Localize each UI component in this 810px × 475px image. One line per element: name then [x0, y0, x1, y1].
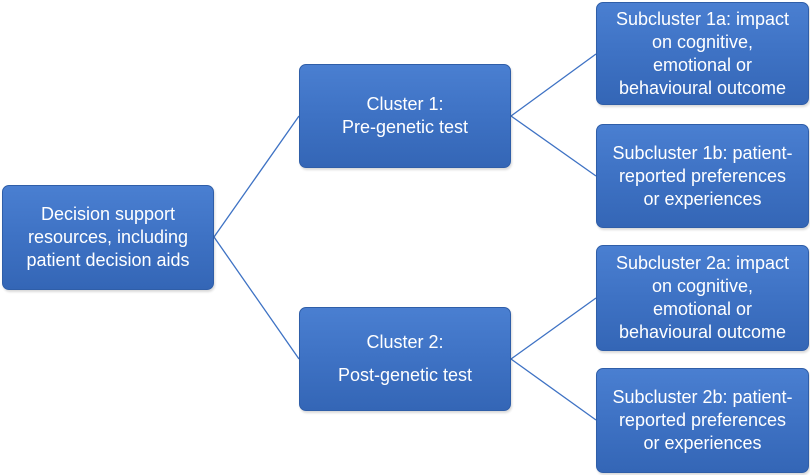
subcluster-2b-line-1: Subcluster 2b: patient- — [612, 387, 793, 407]
subcluster-2b-line-3: or experiences — [643, 433, 762, 453]
connector-cluster-1-to-subcluster-1b — [510, 115, 597, 177]
subcluster-1a-node: Subcluster 1a: impact on cognitive, emot… — [596, 2, 809, 105]
subcluster-2a-line-3: emotional or — [652, 299, 753, 319]
subcluster-1a-line-1: Subcluster 1a: impact — [615, 8, 790, 29]
subcluster-1a-line-4: behavioural outcome — [618, 77, 787, 98]
subcluster-1b-line-3: or experiences — [643, 188, 762, 209]
subcluster-2a-line-2: on cognitive, — [651, 276, 754, 296]
subcluster-1b-line-1: Subcluster 1b: patient- — [612, 142, 793, 163]
connector-root-to-cluster-1 — [213, 115, 300, 238]
connector-root-to-cluster-2 — [213, 236, 300, 360]
subcluster-1a-line-3: emotional or — [652, 54, 753, 75]
cluster-1-node: Cluster 1: Pre-genetic test — [299, 64, 511, 168]
subcluster-1a-line-2: on cognitive, — [651, 31, 754, 52]
cluster-1-title: Cluster 1: — [366, 94, 444, 114]
subcluster-1b-node: Subcluster 1b: patient- reported prefere… — [596, 124, 809, 228]
root-node: Decision support resources, including pa… — [2, 185, 214, 290]
subcluster-2b-node: Subcluster 2b: patient- reported prefere… — [596, 368, 809, 473]
subcluster-2a-node: Subcluster 2a: impact on cognitive, emot… — [596, 245, 809, 351]
subcluster-2b-line-2: reported preferences — [618, 410, 787, 430]
subcluster-2a-line-4: behavioural outcome — [618, 322, 787, 342]
connector-cluster-1-to-subcluster-1a — [510, 53, 597, 117]
connector-cluster-2-to-subcluster-2b — [510, 358, 597, 421]
cluster-2-subtitle: Post-genetic test — [337, 365, 473, 385]
cluster-2-title: Cluster 2: — [366, 332, 444, 352]
root-line-3: patient decision aids — [26, 250, 190, 270]
root-line-2: resources, including — [27, 227, 189, 247]
cluster-1-subtitle: Pre-genetic test — [341, 117, 469, 137]
connector-cluster-2-to-subcluster-2a — [510, 297, 597, 360]
root-line-1: Decision support — [40, 204, 176, 224]
subcluster-1b-line-2: reported preferences — [618, 165, 787, 186]
subcluster-2a-line-1: Subcluster 2a: impact — [615, 253, 790, 273]
cluster-2-node: Cluster 2: Post-genetic test — [299, 307, 511, 411]
